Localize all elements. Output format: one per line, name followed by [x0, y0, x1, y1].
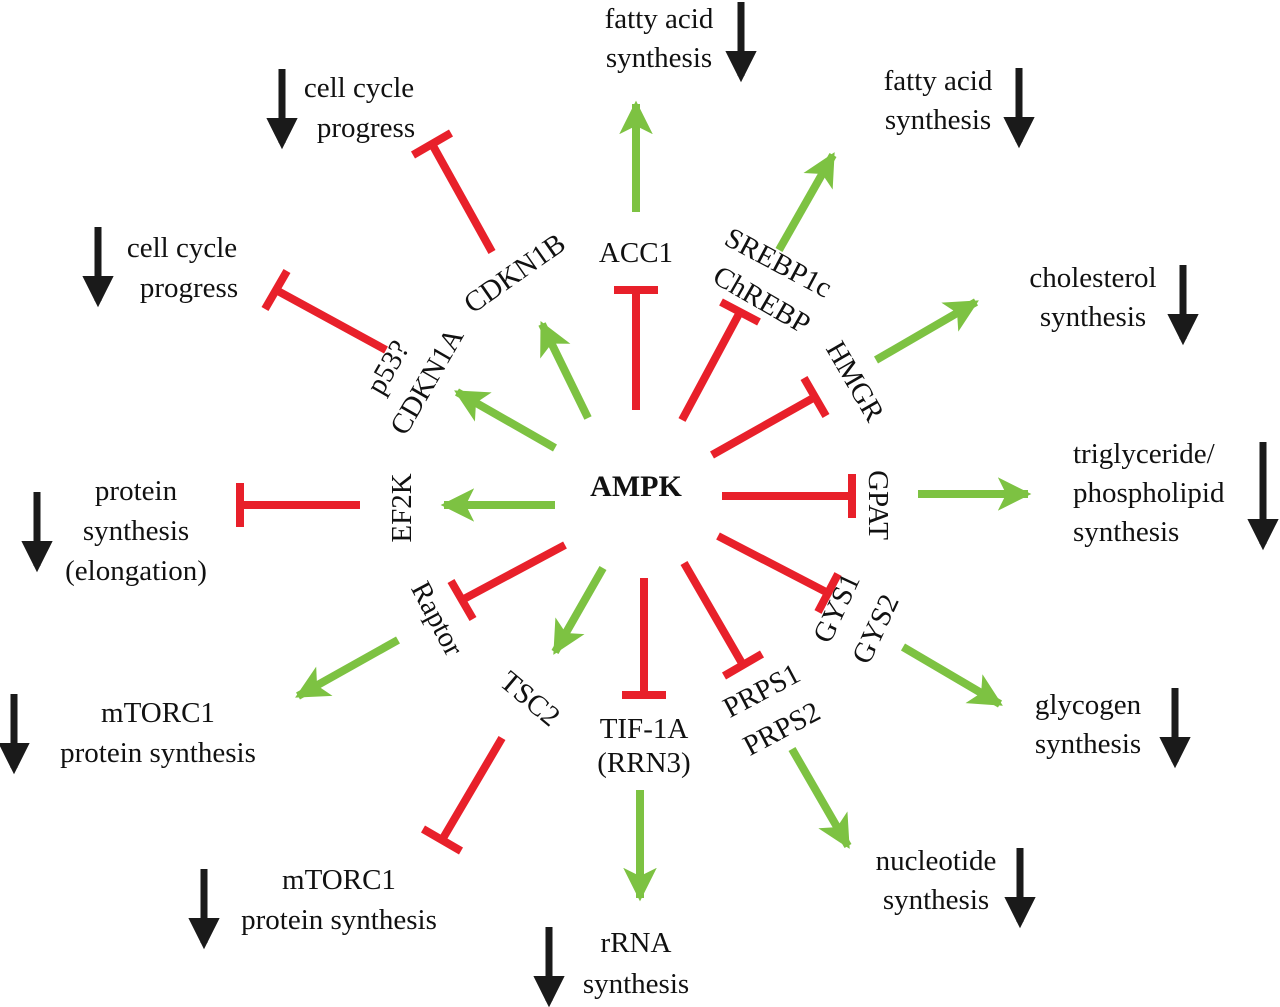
outcome-line: cell cycle: [304, 72, 414, 104]
gpat-label: GPAT: [862, 470, 894, 540]
outcome-rrna: rRNA synthesis: [583, 927, 689, 1000]
outcome-line: mTORC1: [101, 697, 215, 729]
outcome-line: glycogen: [1035, 689, 1142, 721]
outcome-mtorc1-left: mTORC1 protein synthesis: [60, 697, 256, 769]
acc1-label: ACC1: [599, 237, 673, 269]
ampk-inhibits-hmgr-line: [710, 393, 817, 459]
outcome-line: rRNA: [601, 927, 672, 959]
tbar-prps: [721, 650, 765, 680]
tbar-cdkn1b: [410, 129, 454, 159]
ampk-activates-tsc2-arrow: [551, 566, 607, 655]
rrn3-label: (RRN3): [597, 747, 690, 779]
p53-inhibits-cellcycle-line: [274, 286, 388, 354]
outcome-line: synthesis: [1035, 728, 1141, 760]
outcome-line: synthesis: [885, 104, 991, 136]
cdkn1b-inhibits-cellcycle-line: [428, 142, 496, 254]
outcome-line: protein synthesis: [241, 904, 437, 936]
tbar-hmgr: [800, 375, 830, 419]
ampk-activates-cdkn1a-arrow: [454, 388, 557, 452]
outcome-line: synthesis: [606, 42, 712, 74]
tbar-chrebp: [719, 298, 761, 326]
ampk-inhibits-prps-line: [680, 560, 747, 668]
outcome-glycogen: glycogen synthesis: [1035, 689, 1142, 760]
prps-to-nucleotide-arrow: [788, 747, 852, 849]
outcome-line: cell cycle: [127, 232, 237, 264]
hmgr-to-cholesterol-arrow: [873, 298, 979, 364]
outcome-fatty-acid-top: fatty acid synthesis: [605, 3, 714, 74]
ampk-activates-cdkn1b-arrow: [538, 320, 592, 420]
outcome-cell-cycle-top: cell cycle progress: [304, 72, 415, 144]
outcome-line: triglyceride/: [1073, 438, 1216, 470]
ampk-inhibits-raptor-line: [460, 541, 567, 604]
tsc2-inhibits-mtorc1-line: [438, 735, 506, 843]
outcome-line: mTORC1: [282, 864, 396, 896]
outcome-line: progress: [317, 112, 415, 144]
outcome-line: progress: [140, 272, 238, 304]
ampk-inhibits-chrebp-line: [678, 310, 744, 422]
outcome-line: synthesis: [583, 968, 689, 1000]
outcome-nucleotide: nucleotide synthesis: [876, 845, 997, 916]
outcome-cell-cycle-left: cell cycle progress: [127, 232, 238, 304]
tsc2-label: TSC2: [494, 665, 566, 733]
ampk-inhibits-gys-line: [716, 532, 830, 597]
ef2k-label: EF2K: [386, 473, 418, 542]
cdkn1b-label: CDKN1B: [458, 227, 571, 320]
outcome-line: protein: [95, 475, 178, 507]
srebp1c-to-fattyacid-arrow: [775, 152, 837, 252]
outcome-line: synthesis: [83, 515, 189, 547]
gys-to-glycogen-arrow: [900, 643, 1003, 708]
outcome-line: synthesis: [883, 884, 989, 916]
outcome-line: fatty acid: [884, 65, 993, 97]
outcome-fatty-acid-right: fatty acid synthesis: [884, 65, 993, 136]
outcome-line: phospholipid: [1073, 477, 1225, 509]
outcome-protein-elongation: protein synthesis (elongation): [65, 475, 207, 587]
outcome-line: fatty acid: [605, 3, 714, 35]
outcome-triglyceride: triglyceride/ phospholipid synthesis: [1073, 438, 1225, 548]
outcome-mtorc1-bottom: mTORC1 protein synthesis: [241, 864, 437, 936]
outcome-cholesterol: cholesterol synthesis: [1029, 262, 1156, 333]
raptor-to-mtorc1-arrow: [295, 636, 400, 700]
hmgr-label: HMGR: [819, 336, 891, 428]
outcome-line: nucleotide: [876, 845, 997, 877]
outcome-line: cholesterol: [1029, 262, 1156, 294]
tif1a-label: TIF-1A: [600, 713, 689, 745]
ampk-label: AMPK: [590, 470, 682, 503]
tbar-raptor: [447, 578, 477, 622]
tbar-p53: [261, 268, 291, 312]
outcome-line: (elongation): [65, 555, 207, 587]
outcome-line: synthesis: [1073, 516, 1179, 548]
tbar-gys: [814, 572, 842, 614]
outcome-line: protein synthesis: [60, 737, 256, 769]
tbar-tsc2: [420, 825, 464, 855]
outcome-line: synthesis: [1040, 301, 1146, 333]
